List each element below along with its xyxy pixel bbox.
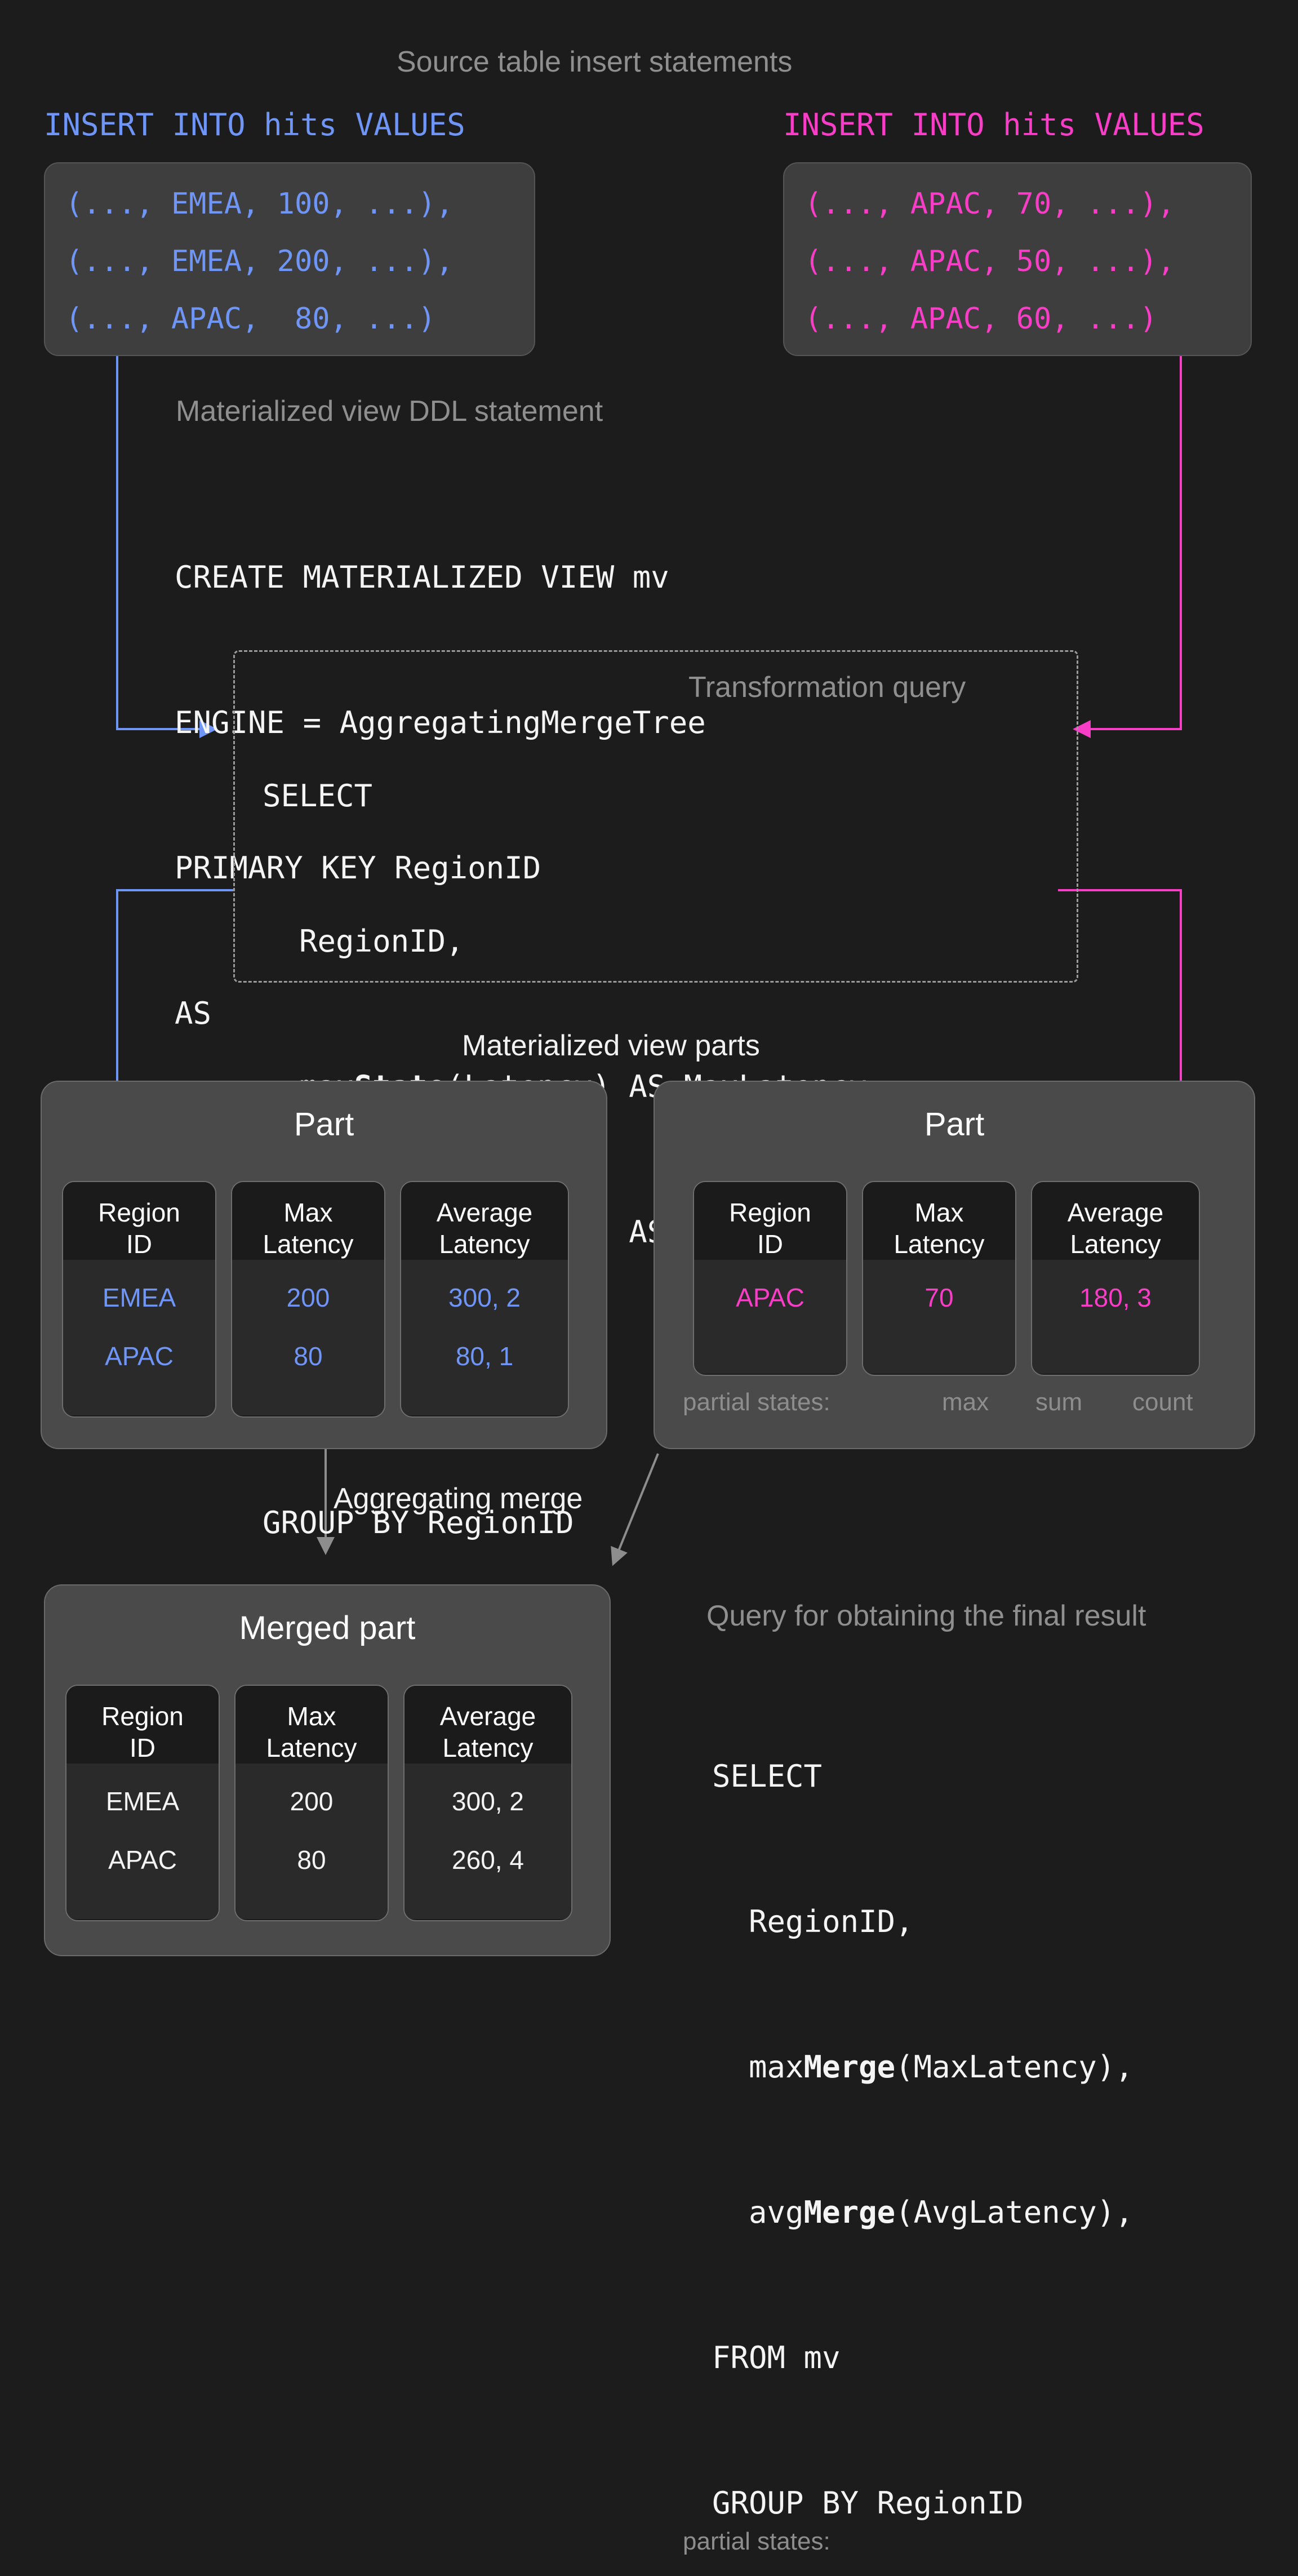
- column-body: APAC: [694, 1260, 846, 1374]
- fq-pre: max: [712, 2049, 804, 2085]
- cell-avg: 260, 4: [452, 1845, 524, 1875]
- ddl-line: CREATE MATERIALIZED VIEW mv: [175, 559, 669, 595]
- column-body: EMEA APAC: [66, 1764, 219, 1919]
- column-body: 200 80: [235, 1764, 388, 1919]
- fq-line: maxMerge(MaxLatency),: [712, 2043, 1133, 2091]
- cell-avg: 180, 3: [1079, 1283, 1152, 1312]
- mv-ddl-code: CREATE MATERIALIZED VIEW mv ENGINE = Agg…: [175, 456, 706, 1086]
- fq-line: avgMerge(AvgLatency),: [712, 2188, 1133, 2237]
- ddl-line: ENGINE = AggregatingMergeTree: [175, 705, 706, 740]
- fq-post: (MaxLatency),: [895, 2049, 1133, 2085]
- fq-line: GROUP BY RegionID: [712, 2485, 1024, 2521]
- mv-ddl-caption: Materialized view DDL statement: [176, 395, 603, 428]
- column-body: 200 80: [232, 1260, 384, 1415]
- part-title: Part: [924, 1106, 985, 1143]
- column-body: 180, 3: [1032, 1260, 1199, 1374]
- column-body: 300, 2 260, 4: [404, 1764, 571, 1919]
- cell-avg: 300, 2: [452, 1787, 524, 1816]
- cell-avg: 300, 2: [448, 1283, 521, 1312]
- tq-line: RegionID,: [263, 923, 464, 959]
- cell-region: EMEA: [105, 1787, 180, 1816]
- fq-bold: Merge: [803, 2049, 896, 2085]
- fq-line: RegionID,: [712, 1904, 914, 1939]
- fq-line: FROM mv: [712, 2340, 841, 2375]
- insert-row: (..., EMEA, 100, ...),: [65, 187, 454, 221]
- insert-card-left: (..., EMEA, 100, ...), (..., EMEA, 200, …: [44, 162, 535, 356]
- mv-parts-caption: Materialized view parts: [462, 1029, 760, 1062]
- insert-row: (..., APAC, 60, ...): [804, 302, 1158, 336]
- aggregating-merge-label: Aggregating merge: [334, 1482, 583, 1515]
- transformation-query-caption: Transformation query: [688, 671, 966, 704]
- cell-max: 80: [294, 1342, 323, 1371]
- cell-region: EMEA: [102, 1283, 176, 1312]
- column-body: 70: [863, 1260, 1015, 1374]
- transformation-query-box: [233, 650, 1078, 983]
- tq-line: SELECT: [263, 778, 373, 814]
- partial-state-count: count: [1132, 1388, 1193, 1416]
- cell-max: 200: [286, 1283, 330, 1312]
- insert-header-right: INSERT INTO hits VALUES: [783, 107, 1204, 143]
- insert-row: (..., EMEA, 200, ...),: [65, 245, 454, 278]
- cell-region: APAC: [736, 1283, 804, 1312]
- cell-region: APAC: [108, 1845, 177, 1875]
- partial-states-caption: partial states:: [683, 1388, 830, 1416]
- final-query-caption: Query for obtaining the final result: [706, 1600, 1146, 1632]
- fq-post: (AvgLatency),: [895, 2195, 1133, 2230]
- source-inserts-caption: Source table insert statements: [397, 46, 793, 78]
- fq-bold: Merge: [803, 2195, 896, 2230]
- insert-row: (..., APAC, 80, ...): [65, 302, 436, 336]
- insert-card-right: (..., APAC, 70, ...), (..., APAC, 50, ..…: [783, 162, 1252, 356]
- cell-max: 200: [290, 1787, 334, 1816]
- fq-pre: avg: [712, 2195, 804, 2230]
- partial-state-sum: sum: [1035, 1388, 1083, 1416]
- insert-header-left: INSERT INTO hits VALUES: [44, 107, 465, 143]
- ddl-line: AS: [175, 996, 212, 1031]
- insert-row: (..., APAC, 50, ...),: [804, 245, 1175, 278]
- tq-line: GROUP BY RegionID: [263, 1505, 574, 1540]
- ddl-line: PRIMARY KEY RegionID: [175, 850, 541, 886]
- cell-avg: 80, 1: [455, 1342, 514, 1371]
- cell-max: 70: [924, 1283, 954, 1312]
- part-title: Part: [294, 1106, 354, 1143]
- insert-row: (..., APAC, 70, ...),: [804, 187, 1175, 221]
- final-query-code: SELECT RegionID, maxMerge(MaxLatency), a…: [712, 1655, 1133, 2576]
- cell-region: APAC: [105, 1342, 174, 1371]
- column-body: EMEA APAC: [63, 1260, 215, 1415]
- fq-line: SELECT: [712, 1758, 823, 1794]
- partial-state-max: max: [942, 1388, 989, 1416]
- merged-part-title: Merged part: [239, 1610, 416, 1646]
- cell-max: 80: [297, 1845, 326, 1875]
- column-body: 300, 2 80, 1: [401, 1260, 568, 1415]
